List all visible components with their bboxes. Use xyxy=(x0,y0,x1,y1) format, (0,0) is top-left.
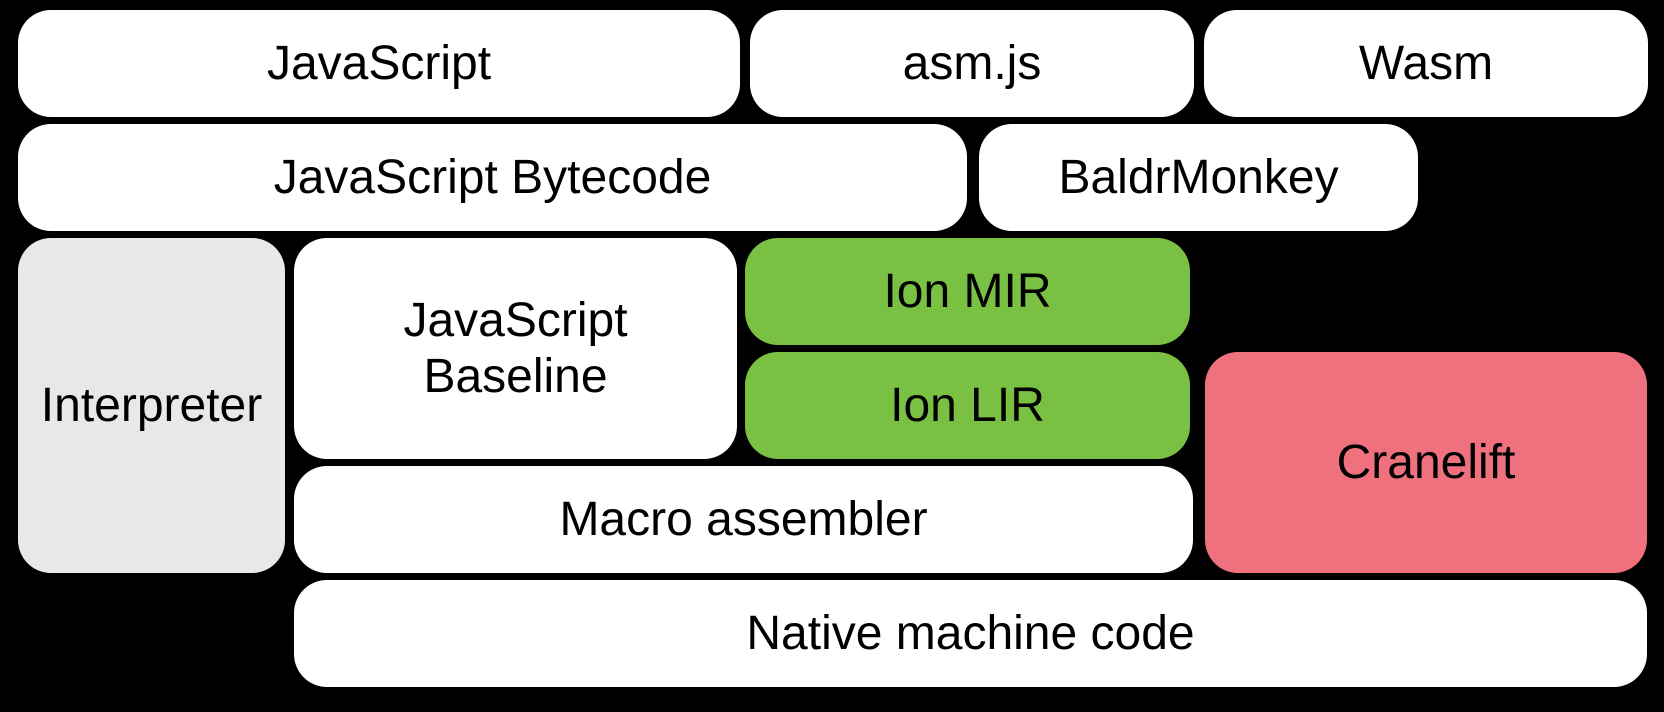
block-interpreter: Interpreter xyxy=(18,238,285,573)
block-wasm: Wasm xyxy=(1204,10,1648,117)
block-label-interpreter: Interpreter xyxy=(40,378,263,432)
block-ion-lir: Ion LIR xyxy=(745,352,1190,459)
block-label-cranelift: Cranelift xyxy=(1336,435,1516,489)
block-label-macro-assembler: Macro assembler xyxy=(559,492,928,546)
block-label-ion-mir: Ion MIR xyxy=(883,264,1052,318)
block-macro-assembler: Macro assembler xyxy=(294,466,1193,573)
block-javascript-baseline: JavaScript Baseline xyxy=(294,238,737,459)
block-baldrmonkey: BaldrMonkey xyxy=(979,124,1418,231)
block-label-javascript-baseline: JavaScript Baseline xyxy=(403,293,628,403)
block-label-ion-lir: Ion LIR xyxy=(890,378,1045,432)
block-label-wasm: Wasm xyxy=(1358,36,1494,90)
block-cranelift: Cranelift xyxy=(1205,352,1647,573)
block-javascript: JavaScript xyxy=(18,10,740,117)
block-label-javascript: JavaScript xyxy=(266,36,492,90)
block-label-asmjs: asm.js xyxy=(902,36,1042,90)
block-label-native-machine-code: Native machine code xyxy=(746,606,1195,660)
block-asmjs: asm.js xyxy=(750,10,1194,117)
block-ion-mir: Ion MIR xyxy=(745,238,1190,345)
block-native-machine-code: Native machine code xyxy=(294,580,1647,687)
block-label-javascript-bytecode: JavaScript Bytecode xyxy=(273,150,712,204)
block-label-baldrmonkey: BaldrMonkey xyxy=(1058,150,1339,204)
block-javascript-bytecode: JavaScript Bytecode xyxy=(18,124,967,231)
